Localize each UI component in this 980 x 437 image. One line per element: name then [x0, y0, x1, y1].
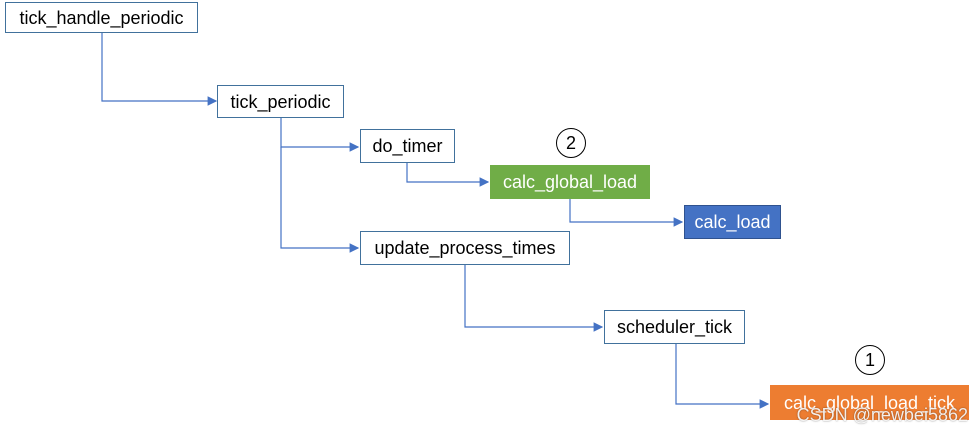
node-update-process-times[interactable]: update_process_times — [360, 231, 570, 265]
node-tick-periodic[interactable]: tick_periodic — [217, 85, 344, 118]
connector-tick-handle-periodic-to-tick-periodic — [101, 33, 218, 106]
node-calc-global-load-tick[interactable]: calc_global_load_tick — [770, 385, 969, 420]
marker-1: 1 — [855, 345, 885, 375]
connector-calc-global-load-to-calc-load — [569, 199, 684, 227]
connector-tick-periodic-to-update-process-times — [280, 147, 360, 253]
node-calc-load[interactable]: calc_load — [684, 205, 781, 239]
connector-tick-periodic-to-do-timer — [280, 118, 360, 152]
node-tick-handle-periodic[interactable]: tick_handle_periodic — [5, 2, 198, 33]
marker-2: 2 — [556, 128, 586, 158]
connector-update-process-times-to-scheduler-tick — [464, 265, 604, 332]
connector-scheduler-tick-to-calc-global-load-tick — [675, 344, 770, 409]
connector-do-timer-to-calc-global-load — [406, 163, 490, 187]
node-scheduler-tick[interactable]: scheduler_tick — [604, 310, 745, 344]
node-do-timer[interactable]: do_timer — [360, 129, 455, 163]
watermark-text: CSDN @newbei5862 — [796, 405, 968, 425]
node-calc-global-load[interactable]: calc_global_load — [490, 165, 650, 199]
